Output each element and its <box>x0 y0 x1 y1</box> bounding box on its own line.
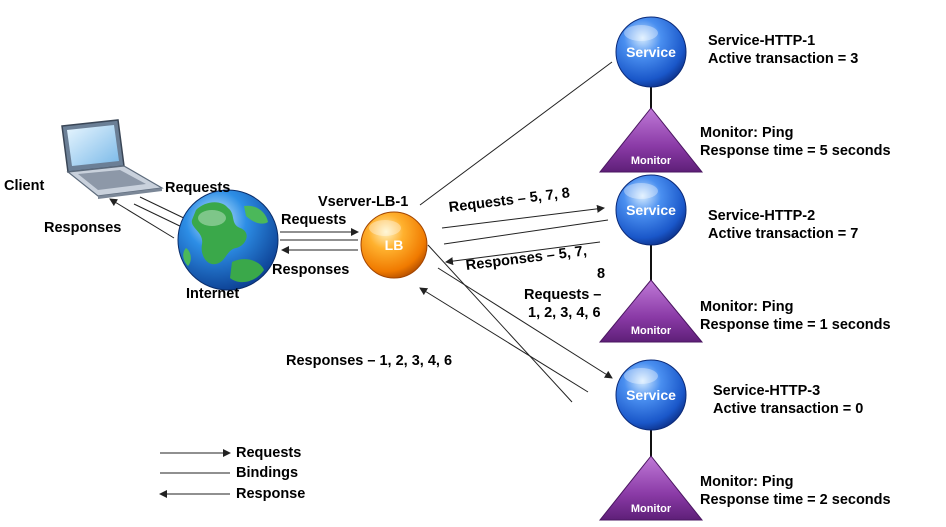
monitor-node-text: Monitor <box>631 155 672 167</box>
monitor-node-3: Monitor <box>598 455 704 521</box>
internet-requests-label: Requests <box>281 212 347 228</box>
service-node-2: Service <box>615 174 687 246</box>
monitor-node-text: Monitor <box>631 503 672 515</box>
internet-responses-label: Responses <box>272 262 350 278</box>
monitor-node-2: Monitor <box>598 279 704 343</box>
binding-line <box>443 219 609 245</box>
monitor2-response-time: Response time = 1 seconds <box>700 317 891 333</box>
service-node-text: Service <box>626 44 676 60</box>
binding-line <box>419 61 613 206</box>
lb-node: LB <box>360 211 428 279</box>
monitor2-type: Monitor: Ping <box>700 299 794 315</box>
legend-bindings-label: Bindings <box>236 465 299 481</box>
globe-icon <box>177 189 279 291</box>
service2-name: Service-HTTP-2 <box>708 208 816 224</box>
service1-active: Active transaction = 3 <box>708 51 859 67</box>
monitor-node-text: Monitor <box>631 325 672 337</box>
monitor3-type: Monitor: Ping <box>700 474 794 490</box>
req-service3-label-line1: Requests – <box>524 287 602 303</box>
service-node-3: Service <box>615 359 687 431</box>
resp-service2-label-line2: 8 <box>597 266 606 282</box>
binding-line <box>427 244 573 403</box>
service-node-1: Service <box>615 16 687 88</box>
internet-label: Internet <box>186 286 240 302</box>
resp-service2-arrow <box>445 241 601 266</box>
monitor1-response-time: Response time = 5 seconds <box>700 143 891 159</box>
resp-service3-arrow <box>419 287 589 393</box>
resp-service3-label: Responses – 1, 2, 3, 4, 6 <box>286 353 453 369</box>
monitor3-response-time: Response time = 2 seconds <box>700 492 891 508</box>
vserver-label: Vserver-LB-1 <box>318 194 409 210</box>
req-service3-arrow <box>437 267 613 379</box>
req-service3-label-line2: 1, 2, 3, 4, 6 <box>528 305 601 321</box>
client-label: Client <box>4 178 45 194</box>
service2-active: Active transaction = 7 <box>708 226 859 242</box>
client-requests-label: Requests <box>165 180 231 196</box>
service-node-text: Service <box>626 202 676 218</box>
client-responses-label: Responses <box>44 220 122 236</box>
laptop-icon <box>61 119 164 199</box>
client-request-line <box>133 203 185 229</box>
monitor1-type: Monitor: Ping <box>700 125 794 141</box>
monitor-node-1: Monitor <box>598 107 704 173</box>
service-node-text: Service <box>626 387 676 403</box>
service1-name: Service-HTTP-1 <box>708 33 816 49</box>
req-service2-arrow <box>441 204 605 229</box>
lb-node-text: LB <box>385 237 404 253</box>
service3-active: Active transaction = 0 <box>713 401 864 417</box>
service3-name: Service-HTTP-3 <box>713 383 821 399</box>
client-response-arrow <box>109 198 175 239</box>
legend-response-label: Response <box>236 486 306 502</box>
client-request-arrow <box>139 196 191 222</box>
legend-requests-label: Requests <box>236 445 302 461</box>
